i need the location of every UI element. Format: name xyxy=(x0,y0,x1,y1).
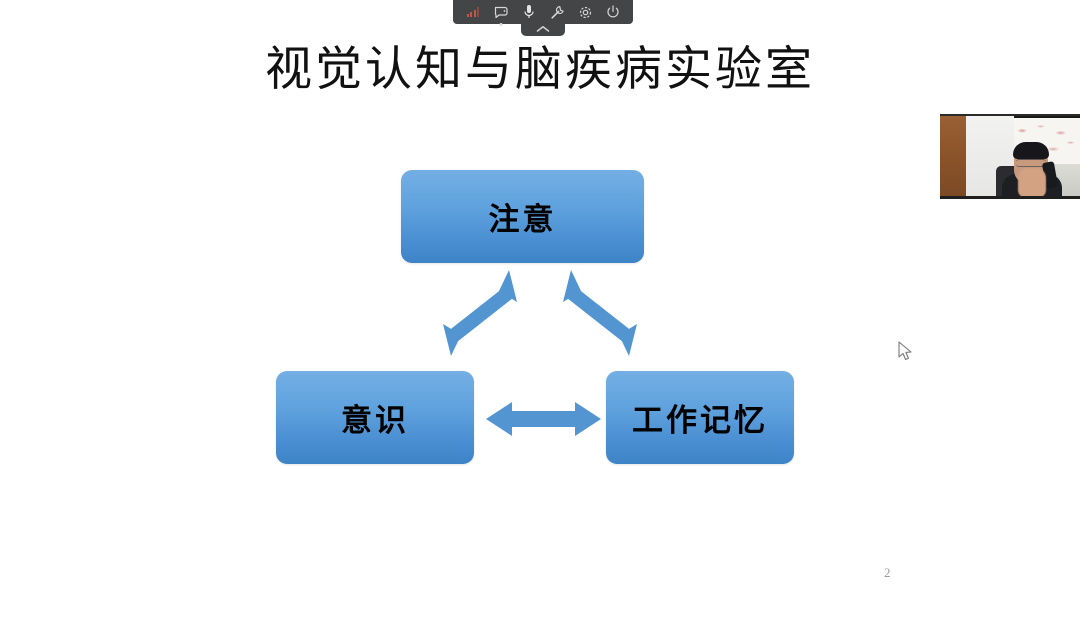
arrow-consciousness-working-memory xyxy=(486,402,601,436)
video-door xyxy=(940,116,966,196)
diagram-node-working-memory-label: 工作记忆 xyxy=(632,403,768,439)
wrench-icon[interactable] xyxy=(547,3,567,26)
page-title: 视觉认知与脑疾病实验室 xyxy=(265,42,815,97)
diagram-node-attention-label: 注意 xyxy=(488,202,557,238)
annotate-icon[interactable] xyxy=(491,3,511,26)
diagram-node-consciousness[interactable]: 意识 xyxy=(276,371,474,464)
arrow-consciousness-attention xyxy=(443,270,517,356)
gear-icon[interactable] xyxy=(575,3,595,21)
arrow-attention-working-memory xyxy=(563,270,637,356)
diagram-node-working-memory[interactable]: 工作记忆 xyxy=(606,371,794,464)
signal-bars-icon[interactable] xyxy=(463,3,483,21)
signal-bars-glyph xyxy=(466,7,480,17)
diagram-node-attention[interactable]: 注意 xyxy=(401,170,644,263)
microphone-icon[interactable] xyxy=(519,3,539,21)
meeting-toolbar[interactable] xyxy=(453,0,633,26)
chevron-up-icon xyxy=(536,26,550,32)
page-number: 2 xyxy=(884,565,891,580)
presenter-video-thumbnail[interactable] xyxy=(940,114,1080,199)
video-person-hand xyxy=(1018,168,1046,196)
diagram-node-consciousness-label: 意识 xyxy=(341,403,409,439)
annotate-active-dot xyxy=(499,23,503,26)
toolbar-collapse-handle[interactable] xyxy=(521,22,565,36)
video-person-hair xyxy=(1013,142,1049,159)
glasses-icon xyxy=(1016,159,1046,167)
power-icon[interactable] xyxy=(603,3,623,21)
